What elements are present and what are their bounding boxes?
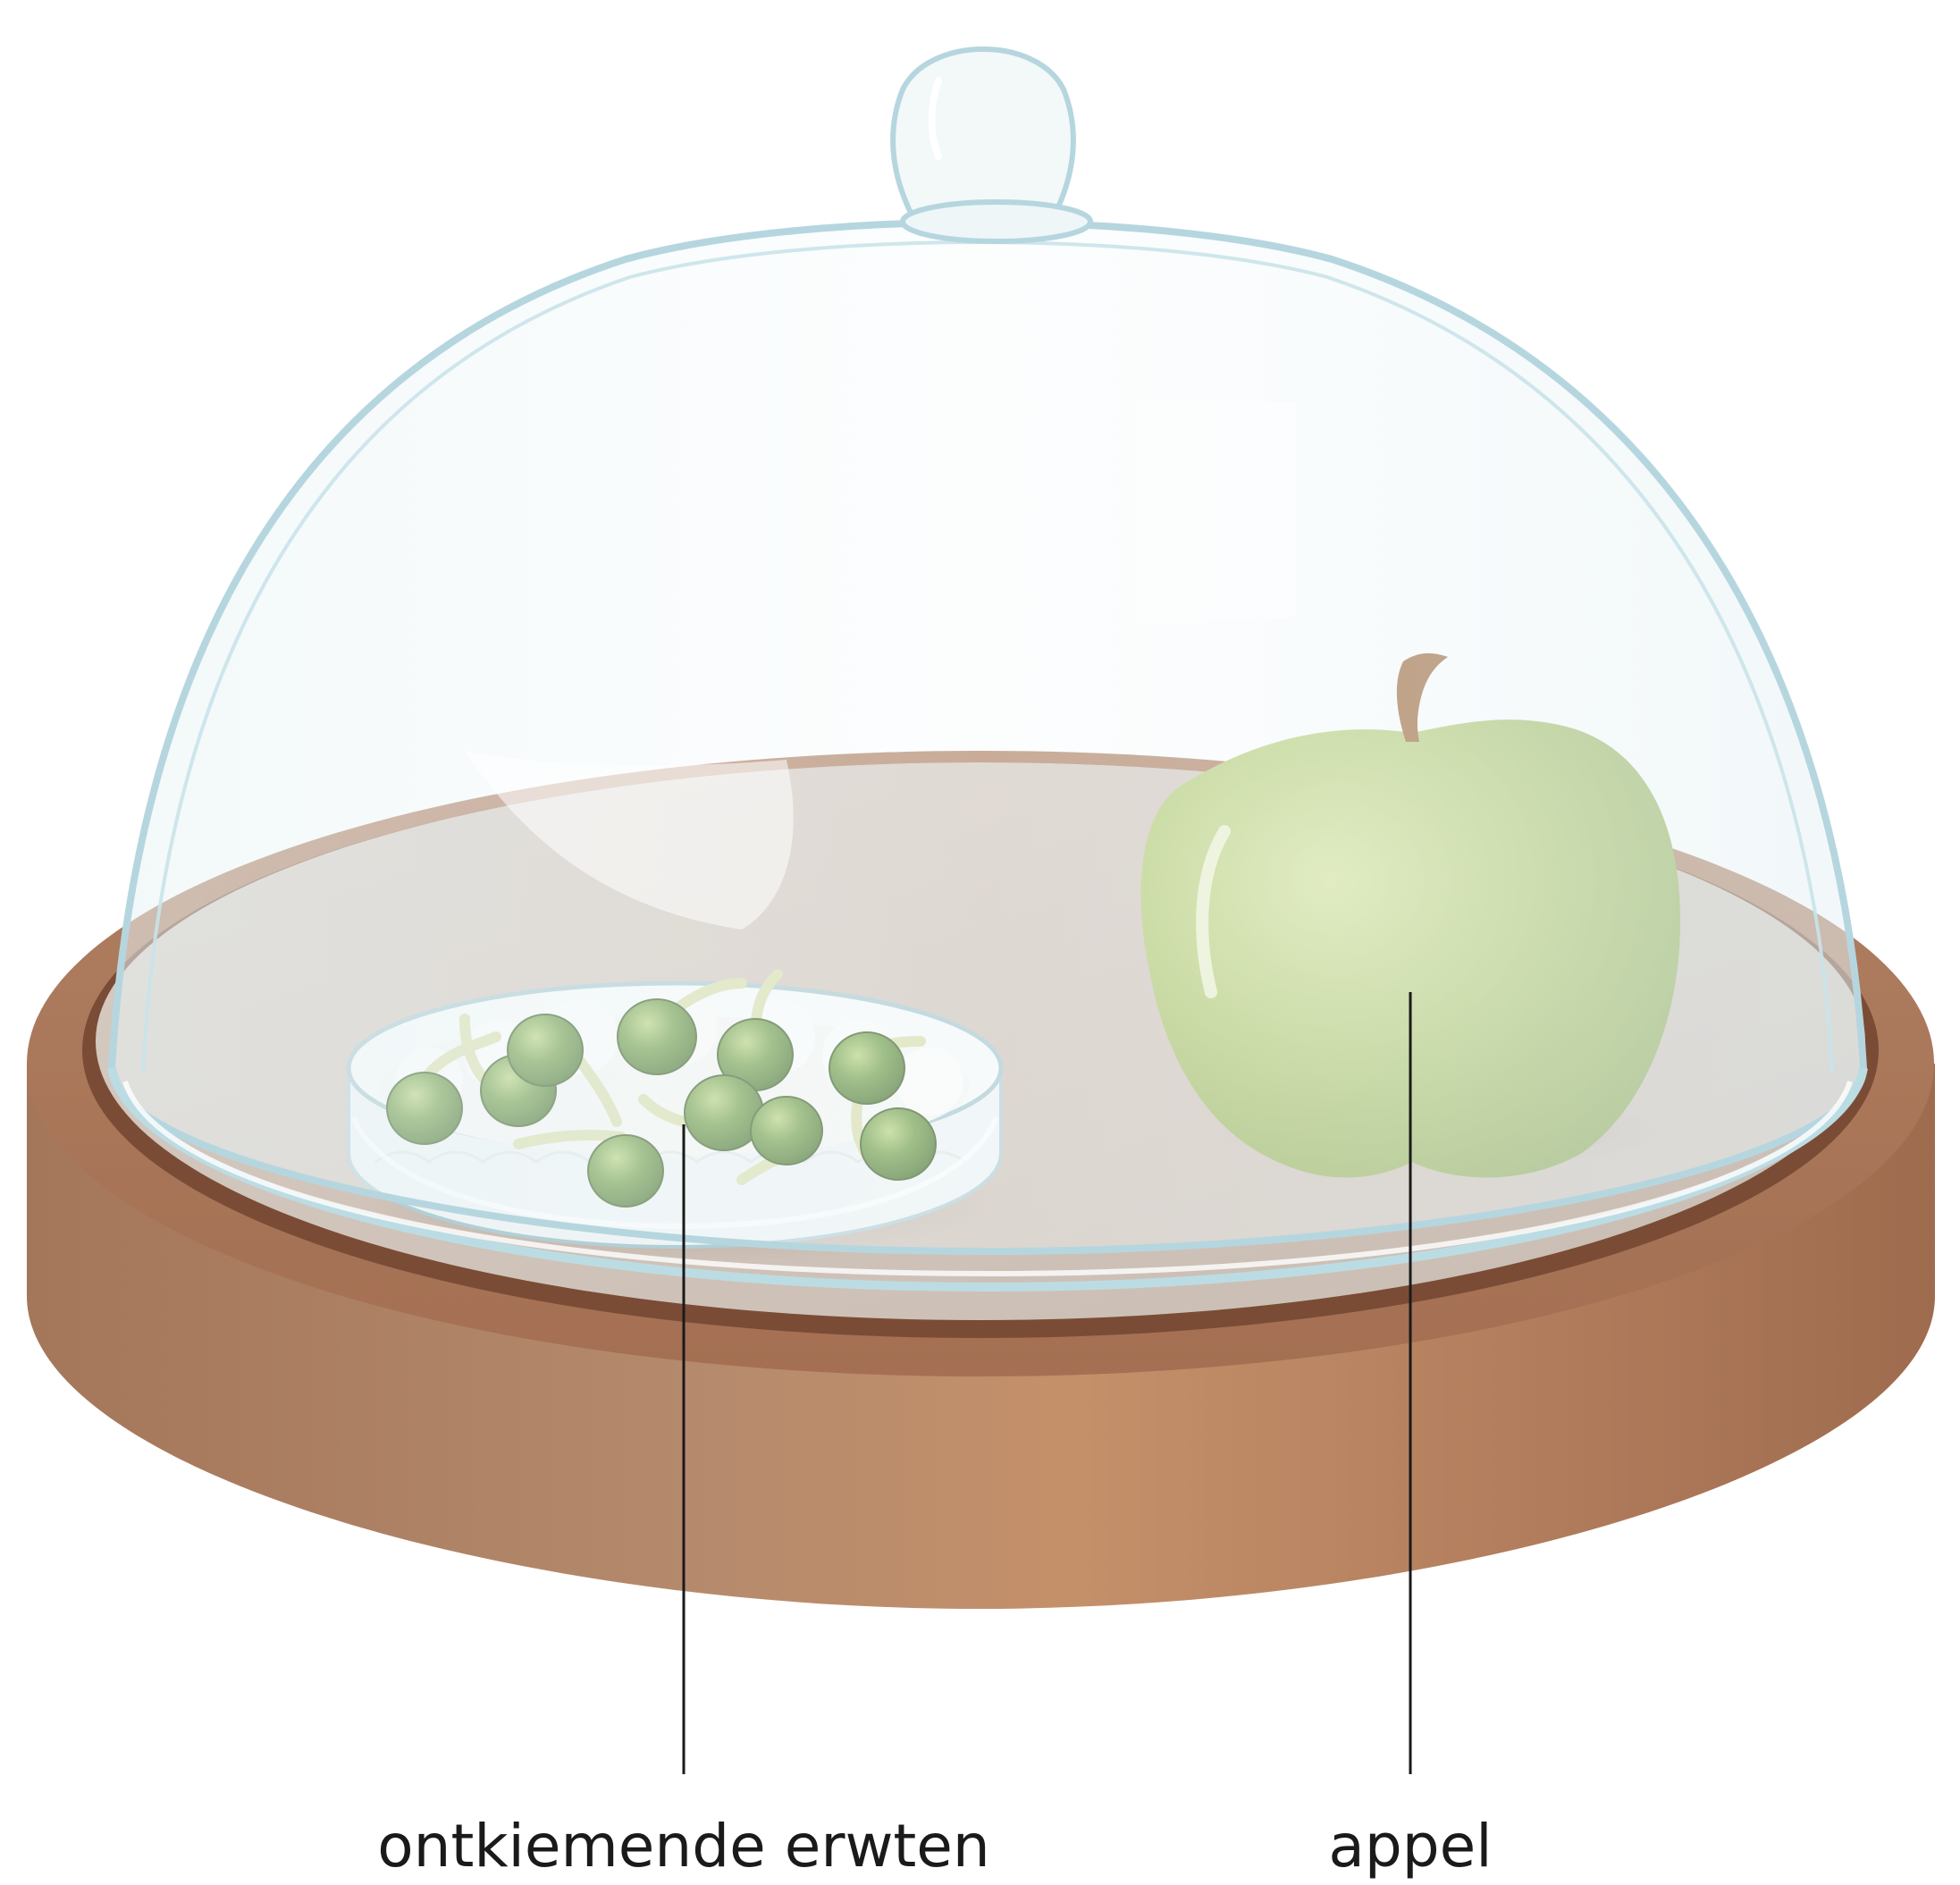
- germinating-peas-label: ontkiemende erwten: [377, 1812, 990, 1881]
- apple-label: appel: [1328, 1812, 1492, 1881]
- dome-knob: [893, 49, 1090, 241]
- glass-dome: [112, 49, 1863, 1287]
